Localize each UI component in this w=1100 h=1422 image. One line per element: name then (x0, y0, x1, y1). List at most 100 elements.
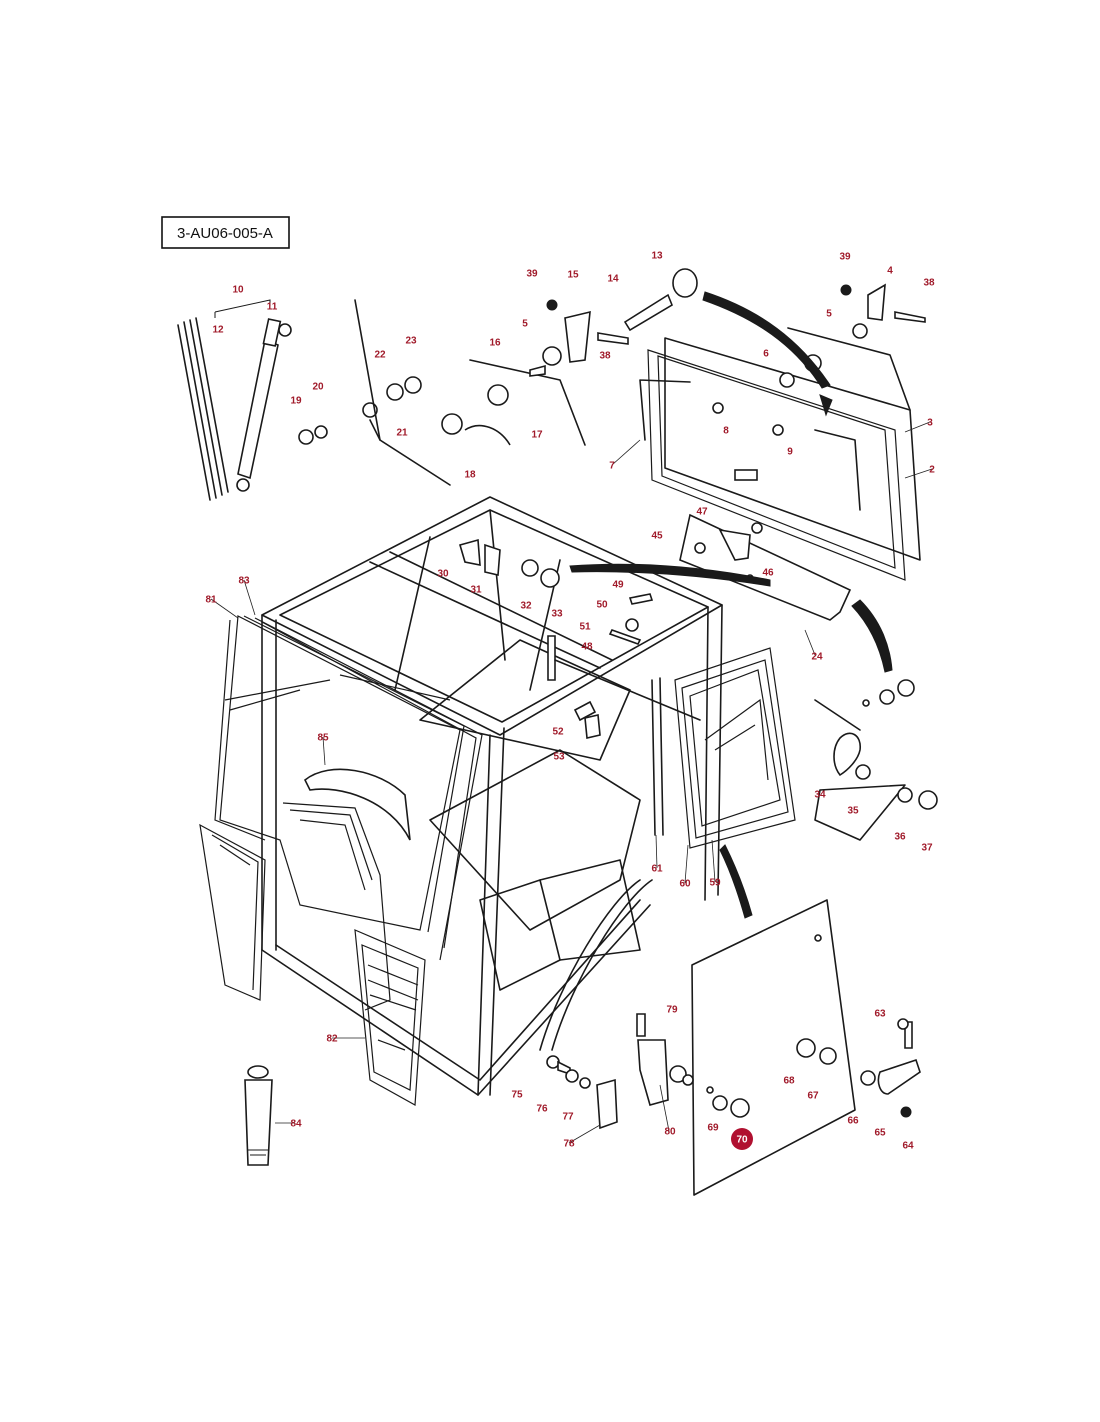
part-number: 82 (326, 1034, 338, 1045)
part-label-52: 52 (552, 727, 564, 738)
part-label-38: 38 (923, 278, 935, 289)
part-number: 51 (579, 622, 591, 633)
roof-fixing-parts (459, 538, 701, 739)
part-number: 22 (374, 350, 386, 361)
part-label-24: 24 (811, 652, 823, 663)
part-label-46: 46 (762, 568, 774, 579)
part-label-81: 81 (205, 595, 217, 606)
part-number: 38 (599, 351, 611, 362)
part-number: 39 (839, 252, 851, 263)
part-number: 80 (664, 1127, 676, 1138)
part-number: 5 (826, 309, 832, 320)
part-number: 3 (927, 418, 933, 429)
part-label-3: 3 (927, 418, 933, 429)
part-label-2: 2 (929, 465, 935, 476)
part-label-20: 20 (312, 382, 324, 393)
part-number: 20 (312, 382, 324, 393)
part-number: 9 (787, 447, 793, 458)
left-gas-strut-assembly (177, 299, 292, 501)
part-number: 15 (567, 270, 579, 281)
side-window-assembly (651, 647, 796, 919)
part-label-36: 36 (894, 832, 906, 843)
part-label-32: 32 (520, 601, 532, 612)
part-label-85: 85 (317, 733, 329, 744)
part-label-80: 80 (664, 1127, 676, 1138)
part-number: 10 (232, 285, 244, 296)
part-number: 24 (811, 652, 823, 663)
part-number: 14 (607, 274, 619, 285)
part-label-61: 61 (651, 864, 663, 875)
part-label-5: 5 (522, 319, 528, 330)
upper-fixing-parts (298, 299, 451, 486)
part-number: 65 (874, 1128, 886, 1139)
part-number: 36 (894, 832, 906, 843)
part-number: 79 (666, 1005, 678, 1016)
diagram-code-text: 3-AU06-005-A (177, 225, 273, 242)
part-number: 75 (511, 1090, 523, 1101)
part-number: 16 (489, 338, 501, 349)
part-label-9: 9 (787, 447, 793, 458)
rear-window-assembly (639, 283, 926, 581)
part-label-78: 78 (563, 1139, 575, 1150)
part-label-19: 19 (290, 396, 302, 407)
part-number: 70 (736, 1135, 748, 1146)
part-label-39: 39 (526, 269, 538, 280)
part-number: 67 (807, 1091, 819, 1102)
part-number: 77 (562, 1112, 574, 1123)
part-number: 81 (205, 595, 217, 606)
part-label-75: 75 (511, 1090, 523, 1101)
part-label-16: 16 (489, 338, 501, 349)
part-number: 33 (551, 609, 563, 620)
part-number: 7 (609, 461, 615, 472)
part-number: 39 (526, 269, 538, 280)
part-label-22: 22 (374, 350, 386, 361)
part-number: 61 (651, 864, 663, 875)
part-label-47: 47 (696, 507, 708, 518)
part-label-10: 10 (232, 285, 244, 296)
part-label-35: 35 (847, 806, 859, 817)
part-label-83: 83 (238, 576, 250, 587)
part-label-39: 39 (839, 252, 851, 263)
part-label-77: 77 (562, 1112, 574, 1123)
part-number: 52 (552, 727, 564, 738)
part-label-68: 68 (783, 1076, 795, 1087)
door-panel-assembly (546, 899, 921, 1196)
part-number: 49 (612, 580, 624, 591)
part-label-51: 51 (579, 622, 591, 633)
part-label-21: 21 (396, 428, 408, 439)
part-number: 76 (536, 1104, 548, 1115)
part-label-82: 82 (326, 1034, 338, 1045)
part-label-30: 30 (437, 569, 449, 580)
part-label-69: 69 (707, 1123, 719, 1134)
part-label-66: 66 (847, 1116, 859, 1127)
part-label-59: 59 (709, 878, 721, 889)
part-number: 85 (317, 733, 329, 744)
lower-door-glass (354, 929, 426, 1106)
part-number: 50 (596, 600, 608, 611)
part-label-13: 13 (651, 251, 663, 262)
part-number: 13 (651, 251, 663, 262)
part-number: 83 (238, 576, 250, 587)
part-number: 48 (581, 642, 593, 653)
part-number: 12 (212, 325, 224, 336)
part-label-65: 65 (874, 1128, 886, 1139)
part-label-7: 7 (609, 461, 615, 472)
part-label-4: 4 (887, 266, 893, 277)
part-label-79: 79 (666, 1005, 678, 1016)
part-label-70: 70 (731, 1128, 753, 1150)
part-label-18: 18 (464, 470, 476, 481)
part-label-17: 17 (531, 430, 543, 441)
part-label-76: 76 (536, 1104, 548, 1115)
part-label-38: 38 (599, 351, 611, 362)
part-number: 31 (470, 585, 482, 596)
part-label-33: 33 (551, 609, 563, 620)
part-number: 30 (437, 569, 449, 580)
part-label-67: 67 (807, 1091, 819, 1102)
part-label-31: 31 (470, 585, 482, 596)
part-label-5: 5 (826, 309, 832, 320)
part-number: 2 (929, 465, 935, 476)
part-label-84: 84 (290, 1119, 302, 1130)
part-number: 69 (707, 1123, 719, 1134)
